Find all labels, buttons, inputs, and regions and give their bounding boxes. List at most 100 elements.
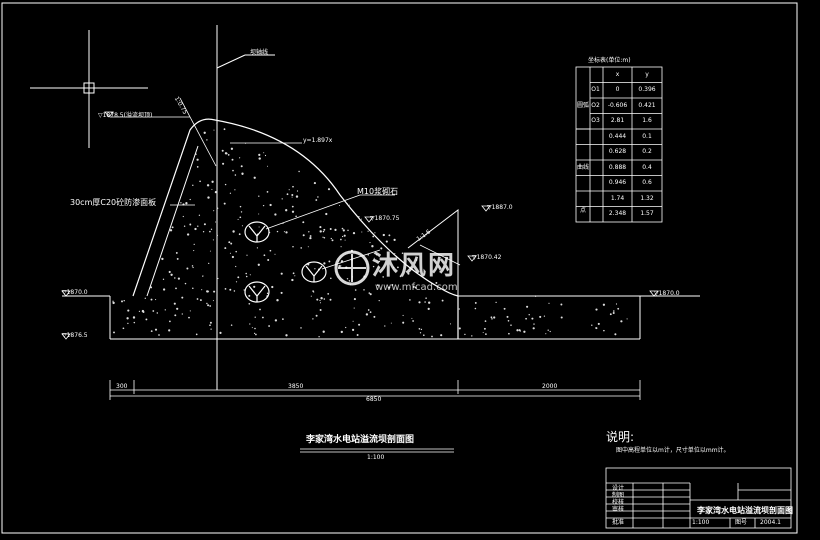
hatch-dot: [267, 259, 270, 261]
hatch-dot: [543, 315, 546, 317]
hatch-dot: [341, 227, 344, 230]
coord-table-grid: [575, 66, 663, 223]
hatch-dot: [367, 309, 370, 311]
hatch-dot: [372, 235, 375, 238]
hatch-dot: [526, 305, 529, 308]
hatch-dot: [302, 234, 305, 237]
hatch-dot: [613, 310, 615, 312]
hatch-dot: [171, 226, 174, 229]
hatch-dot: [221, 149, 224, 152]
title-block-role-5: 批准: [612, 519, 625, 526]
hatch-dot: [402, 314, 404, 317]
hatch-dot: [207, 196, 210, 199]
hatch-dot: [274, 253, 276, 255]
hatch-dot: [262, 204, 265, 207]
hatch-dot: [174, 277, 176, 279]
hatch-dot: [375, 254, 378, 256]
hatch-dot: [418, 327, 421, 330]
hatch-dot: [325, 212, 328, 216]
watermark-brand: 沐风网: [372, 251, 457, 281]
hatch-dot: [523, 330, 526, 333]
hatch-dot: [211, 188, 213, 190]
hatch-dot: [245, 275, 248, 278]
hatch-dot: [194, 227, 197, 231]
hatch-dot: [309, 236, 312, 240]
hatch-dot: [365, 313, 369, 316]
hatch-dot: [256, 247, 258, 249]
coord-header-x: x: [615, 70, 620, 78]
hatch-dot: [195, 153, 197, 155]
hatch-dot: [340, 246, 342, 248]
hatch-dot: [281, 198, 283, 200]
hatch-dot: [196, 166, 199, 168]
hatch-dot: [280, 291, 283, 294]
hatch-dot: [373, 315, 376, 318]
hatch-dot: [237, 218, 239, 220]
hatch-dot: [267, 165, 268, 167]
hatch-dot: [288, 189, 290, 191]
elev-right-top-label: ▽1887.0: [487, 204, 513, 211]
hatch-dot: [258, 153, 261, 157]
hatch-dot: [298, 170, 300, 173]
hatch-dot: [341, 235, 344, 238]
hatch-dot: [352, 320, 354, 322]
hatch-dot: [280, 272, 283, 275]
hatch-dot: [322, 236, 324, 238]
hatch-dot: [431, 335, 433, 338]
hatch-dot: [602, 303, 606, 306]
coord-row-x: 0.444: [608, 132, 627, 140]
hatch-dot: [371, 245, 374, 248]
hatch-dot: [234, 174, 237, 176]
hatch-dot: [282, 318, 284, 320]
hatch-dot: [358, 216, 360, 218]
hatch-dot: [449, 323, 452, 325]
hatch-dot: [340, 238, 342, 241]
coord-row-y: 1.32: [640, 194, 654, 202]
hatch-dot: [414, 286, 417, 289]
hatch-dot: [363, 289, 365, 291]
hatch-dot: [346, 203, 348, 205]
hatch-dot: [222, 162, 225, 165]
hatch-dot: [359, 219, 361, 221]
hatch-dot: [113, 331, 115, 334]
coord-table-title: 坐标表(单位:m): [588, 57, 631, 64]
hatch-dot: [474, 307, 477, 310]
hatch-dot: [348, 204, 350, 206]
hatch-dot: [292, 185, 294, 188]
hatch-dot: [380, 247, 383, 250]
hatch-dot: [356, 334, 359, 336]
dim-300: 300: [116, 383, 128, 390]
hatch-dot: [235, 265, 237, 268]
hatch-dot: [322, 330, 325, 333]
hatch-dot: [531, 317, 534, 320]
hatch-dot: [169, 229, 173, 232]
hatch-dot: [168, 329, 171, 332]
hatch-dot: [285, 209, 288, 212]
hatch-dot: [209, 321, 212, 324]
hatch-dot: [369, 311, 372, 313]
hatch-dot: [302, 221, 305, 224]
hatch-dot: [276, 230, 279, 233]
hatch-dot: [245, 272, 247, 275]
hatch-dot: [379, 260, 381, 262]
hatch-dot: [248, 294, 251, 297]
notes-heading: 说明:: [606, 430, 635, 444]
coord-row-x: 0.888: [608, 163, 627, 171]
hatch-dot: [484, 320, 487, 322]
hatch-dot: [177, 277, 180, 280]
hatch-dot: [458, 308, 460, 310]
hatch-dot: [547, 329, 549, 331]
hatch-dot: [212, 300, 214, 302]
hatch-dot: [327, 293, 330, 295]
hatch-dot: [206, 302, 208, 305]
hatch-dot: [369, 293, 372, 296]
hatch-dot: [354, 289, 357, 291]
hatch-dot: [235, 281, 238, 283]
hatch-dot: [192, 287, 194, 289]
hatch-dot: [353, 298, 356, 301]
hatch-dot: [308, 231, 310, 233]
hatch-dot: [169, 320, 171, 323]
title-block-grid: [605, 467, 792, 529]
crest-elevation-label: ▽1878.5(溢流坝顶): [98, 112, 153, 119]
hatch-dot: [382, 276, 384, 278]
